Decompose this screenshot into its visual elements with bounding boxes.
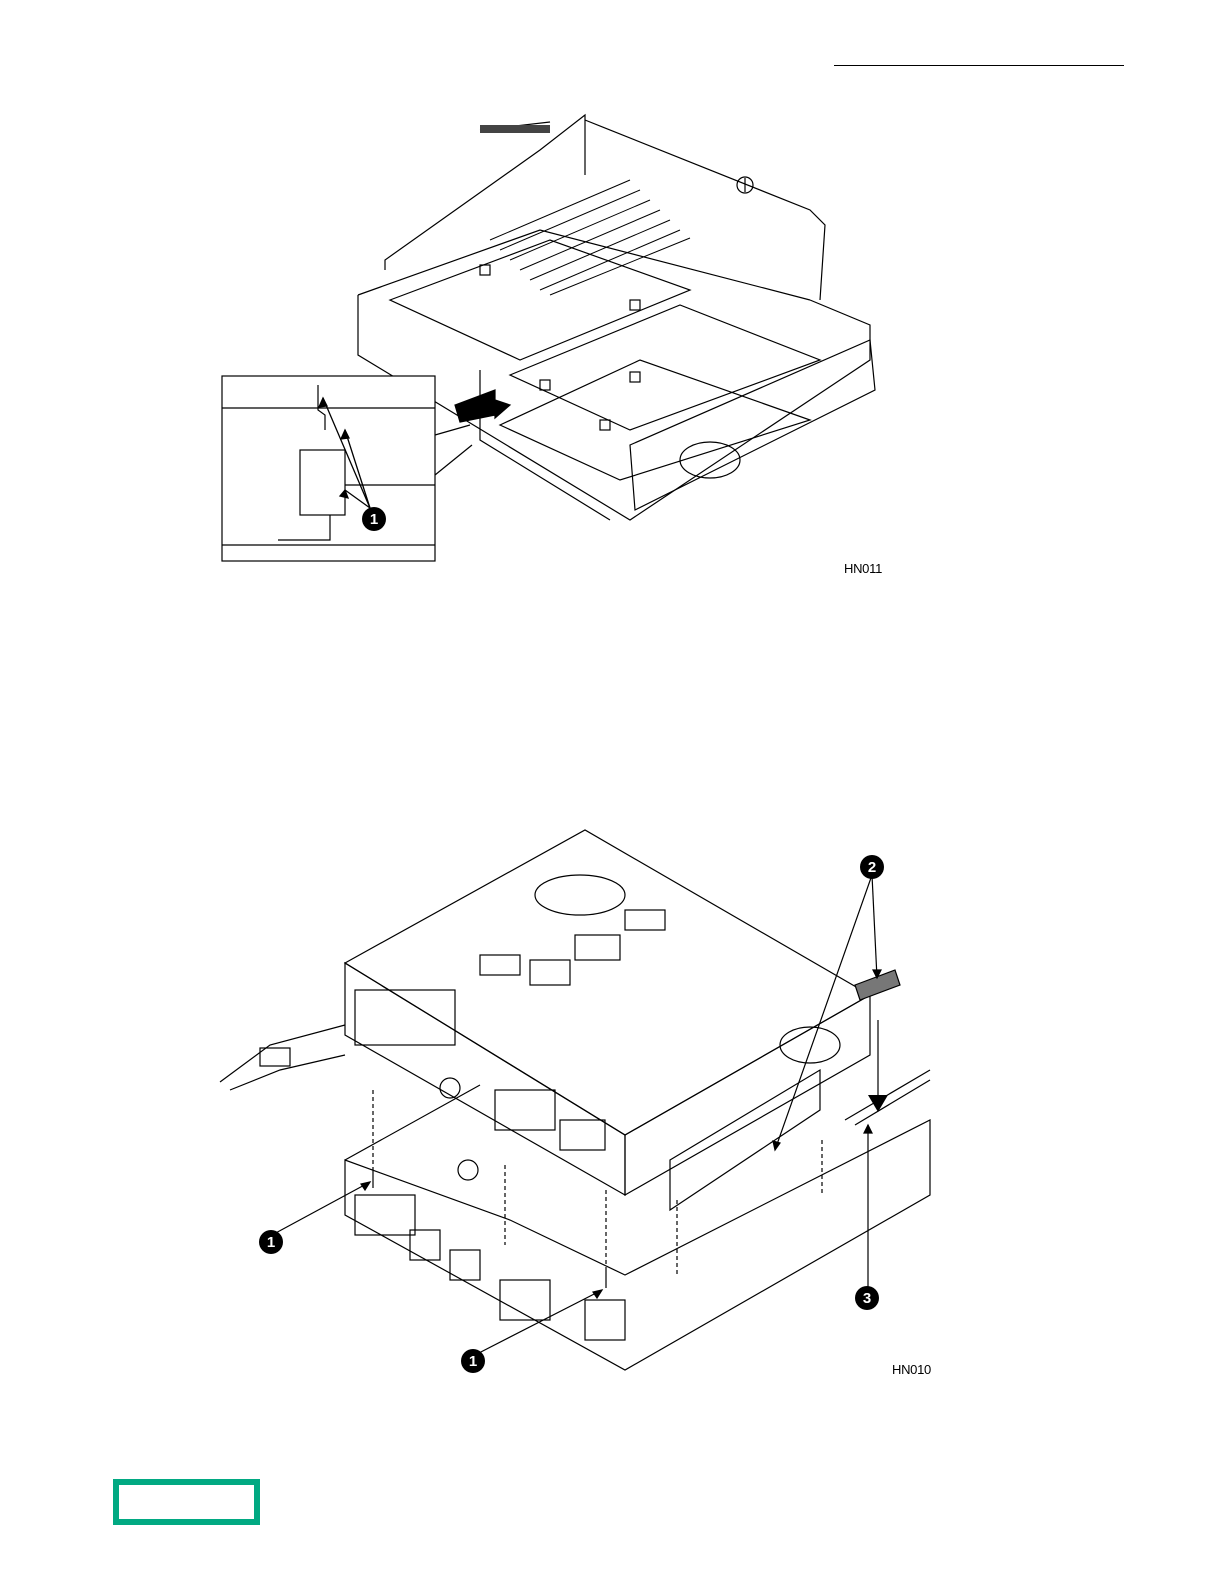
callout-2: 2 — [860, 855, 884, 879]
callout-1-left: 1 — [259, 1230, 283, 1254]
figure-id-label: HN010 — [892, 1362, 931, 1377]
svg-text:1: 1 — [469, 1353, 477, 1370]
hpe-logo — [113, 1479, 260, 1525]
svg-text:1: 1 — [267, 1234, 275, 1251]
figure-hn010-drawing: 1 1 2 3 — [210, 820, 940, 1390]
figure-hn011: 1 HN011 — [210, 100, 910, 580]
callout-1-fig1: 1 — [362, 507, 386, 531]
figure-hn011-drawing: 1 — [210, 100, 910, 580]
figure-id-label: HN011 — [844, 561, 882, 576]
svg-text:3: 3 — [863, 1290, 871, 1307]
callout-3: 3 — [855, 1286, 879, 1310]
figure-hn010: 1 1 2 3 HN010 — [210, 820, 940, 1390]
header-rule — [834, 65, 1124, 66]
svg-text:1: 1 — [370, 511, 378, 528]
callout-1-bottom: 1 — [461, 1349, 485, 1373]
svg-text:2: 2 — [868, 859, 876, 876]
